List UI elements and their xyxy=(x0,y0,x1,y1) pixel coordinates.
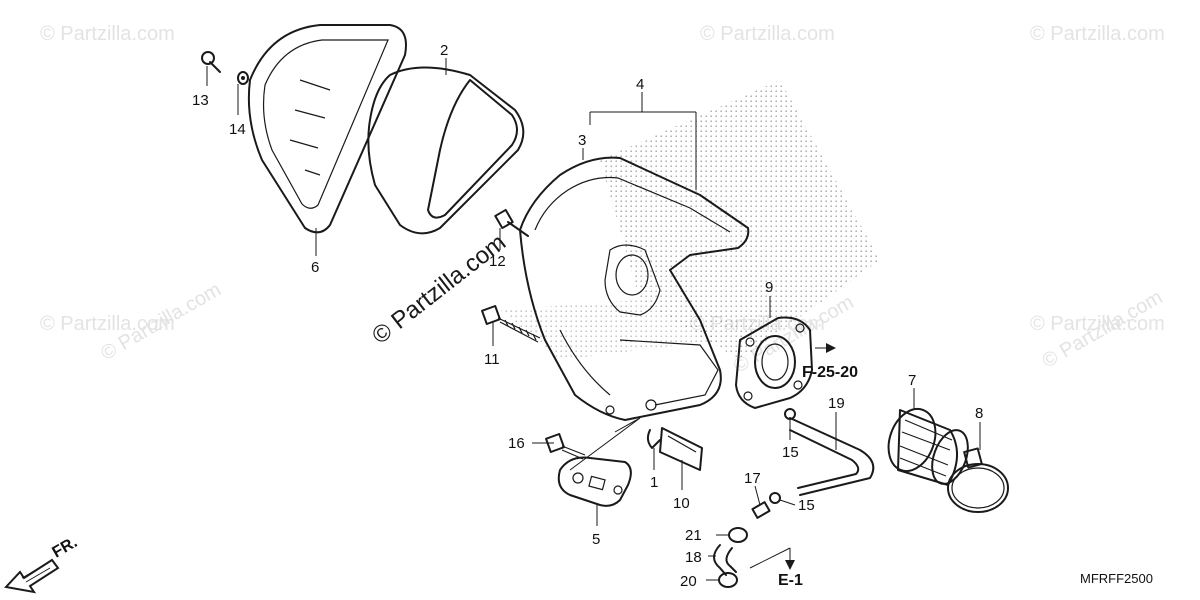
part-number-12: 12 xyxy=(489,253,506,270)
leader-lines xyxy=(206,58,981,581)
shading xyxy=(500,300,720,360)
center-watermark: © Partzilla.com xyxy=(367,229,511,350)
bolt-12 xyxy=(494,208,529,237)
watermark: © Partzilla.com xyxy=(700,23,835,45)
shading xyxy=(600,80,880,360)
part-number-13: 13 xyxy=(192,92,209,109)
part-number-15: 15 xyxy=(782,444,799,461)
arrow-icon xyxy=(826,343,836,353)
clip-20 xyxy=(718,572,738,588)
part-number-5: 5 xyxy=(592,531,600,548)
reference-f-25-20: F-25-20 xyxy=(802,364,858,381)
part-number-11: 11 xyxy=(484,351,500,368)
fitting-17 xyxy=(751,501,771,519)
part-number-3: 3 xyxy=(578,132,586,149)
air-filter-element xyxy=(367,66,525,235)
watermark: © Partzilla.com xyxy=(1030,23,1165,45)
part-number-7: 7 xyxy=(908,372,916,389)
plate-10 xyxy=(659,427,703,471)
air-cleaner-housing xyxy=(519,156,750,421)
washer-14 xyxy=(237,71,249,85)
watermark: © Partzilla.com xyxy=(40,313,175,335)
watermark: © Partzilla.com xyxy=(40,23,175,45)
reference-e-1: E-1 xyxy=(778,572,803,589)
arrow-icon xyxy=(785,560,795,570)
diagram-code: MFRFF2500 xyxy=(1080,571,1153,586)
tube-18 xyxy=(713,544,737,576)
part-number-8: 8 xyxy=(975,405,983,422)
part-number-4: 4 xyxy=(636,76,644,93)
part-number-15: 15 xyxy=(798,497,815,514)
air-cleaner-cover xyxy=(247,24,407,234)
bolt-13 xyxy=(201,51,221,73)
part-number-14: 14 xyxy=(229,121,246,138)
part-number-16: 16 xyxy=(508,435,525,452)
part-number-2: 2 xyxy=(440,42,448,59)
part-number-6: 6 xyxy=(311,259,319,276)
watermark: © Partzilla.com xyxy=(1030,313,1165,335)
bolt-11 xyxy=(481,305,541,343)
intake-boot-7 xyxy=(887,408,969,486)
part-number-17: 17 xyxy=(744,470,761,487)
part-number-9: 9 xyxy=(765,279,773,296)
bolt-16 xyxy=(545,433,586,460)
breather-tube-19 xyxy=(789,417,875,496)
clamp-15-upper xyxy=(784,408,796,420)
joint-9 xyxy=(735,316,813,409)
clamp-15-lower xyxy=(769,492,781,504)
hose-clamp-8 xyxy=(947,447,1009,513)
part-number-21: 21 xyxy=(685,527,702,544)
front-label: FR. xyxy=(50,534,81,562)
part-number-20: 20 xyxy=(680,573,697,590)
clip-1 xyxy=(646,429,661,449)
part-number-10: 10 xyxy=(673,495,690,512)
part-number-18: 18 xyxy=(685,549,702,566)
bracket-5 xyxy=(557,456,632,507)
part-number-19: 19 xyxy=(828,395,845,412)
part-number-1: 1 xyxy=(650,474,658,491)
clip-21 xyxy=(728,527,748,543)
front-arrow-icon xyxy=(4,558,60,594)
